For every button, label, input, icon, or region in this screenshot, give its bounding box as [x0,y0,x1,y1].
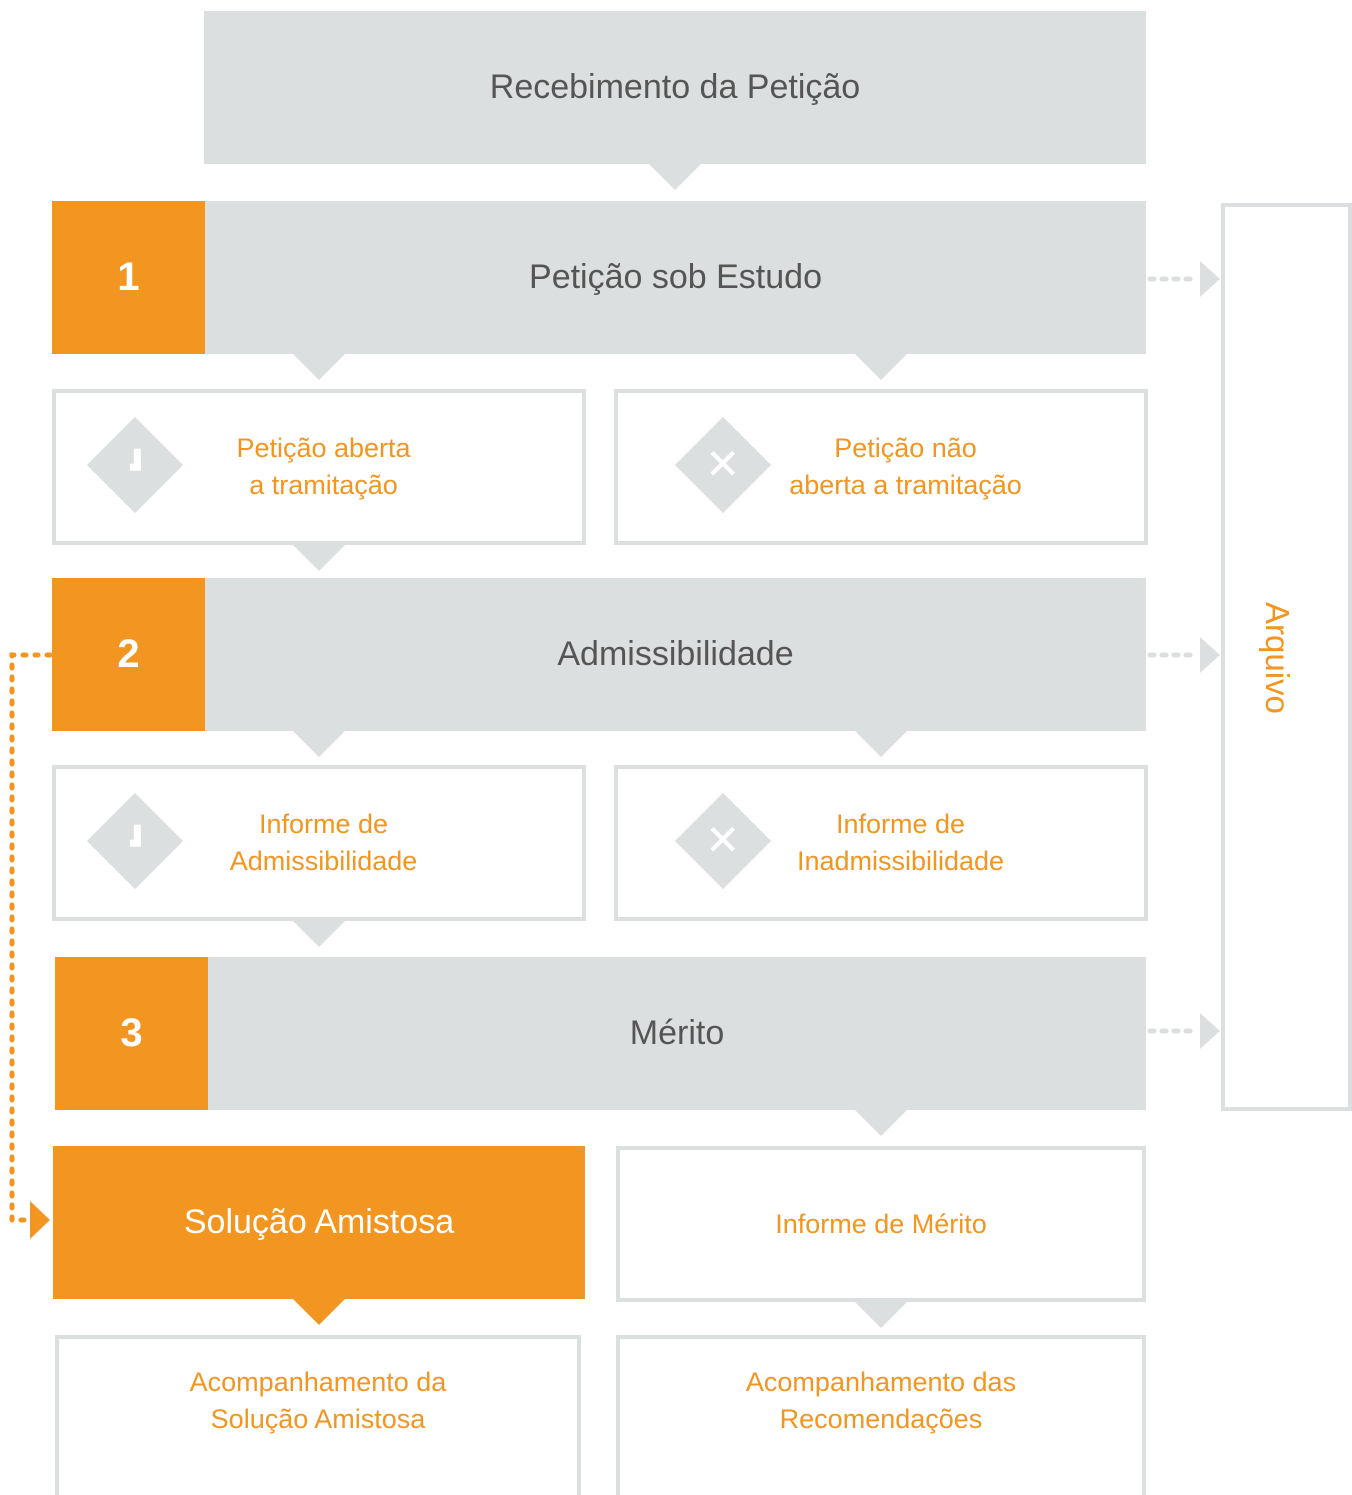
stage-3-label: Mérito [629,1014,725,1052]
friendly-settlement-label: Solução Amistosa [183,1203,455,1241]
merits-report-label: Informe de Mérito [775,1208,987,1239]
arrow-down [855,1110,907,1136]
settlement-connector [9,652,53,1239]
stage-1-box: Petição sob Estudo [205,201,1146,354]
outcome-admissible-box: Informe de Admissibilidade [52,765,586,921]
x-icon: ✕ [674,416,772,514]
arrow-down [293,731,345,757]
follow-settlement-box: Acompanhamento da Solução Amistosa [55,1335,581,1495]
arrow-down [855,354,907,380]
x-icon: ✕ [674,792,772,890]
reception-box: Recebimento da Petição [204,11,1146,164]
archive-connector-3 [1147,1013,1220,1049]
stage-2-label: Admissibilidade [557,635,794,673]
arrow-down [293,545,345,571]
stage-1-number-box: 1 [52,201,205,354]
archive-connector-2 [1147,637,1220,673]
arrow-down [855,1302,907,1328]
check-icon [86,792,184,890]
outcome-admissible-label: Informe de Admissibilidade [229,809,418,876]
outcome-inadmissible-box: ✕ Informe de Inadmissibilidade [614,765,1148,921]
archive-connector-1 [1147,261,1220,297]
archive-box: Arquivo [1221,203,1352,1111]
follow-recommendations-label: Acompanhamento das Recomendações [745,1367,1017,1434]
follow-recommendations-box: Acompanhamento das Recomendações [616,1335,1146,1495]
stage-3-box: Mérito [208,957,1146,1110]
outcome-not-open-label: Petição não aberta a tramitação [789,433,1022,500]
stage-2-number: 2 [117,632,140,676]
reception-label: Recebimento da Petição [489,68,861,106]
arrow-down [293,1299,345,1325]
stage-3-number: 3 [120,1011,143,1055]
arrow-down [649,164,701,190]
follow-settlement-label: Acompanhamento da Solução Amistosa [189,1367,447,1434]
outcome-open-label: Petição aberta a tramitação [236,433,411,500]
outcome-open-box: Petição aberta a tramitação [52,389,586,545]
outcome-inadmissible-label: Informe de Inadmissibilidade [796,809,1005,876]
archive-label: Arquivo [1259,602,1296,714]
stage-2-box: Admissibilidade [205,578,1146,731]
stage-2-number-box: 2 [52,578,205,731]
stage-3-number-box: 3 [55,957,208,1110]
stage-1-label: Petição sob Estudo [529,258,822,296]
friendly-settlement-box: Solução Amistosa [53,1146,585,1299]
check-icon [86,416,184,514]
arrow-down [293,921,345,947]
arrow-down [855,731,907,757]
arrow-down [293,354,345,380]
stage-1-number: 1 [117,255,140,299]
outcome-not-open-box: ✕ Petição não aberta a tramitação [614,389,1148,545]
merits-report-box: Informe de Mérito [616,1146,1146,1302]
